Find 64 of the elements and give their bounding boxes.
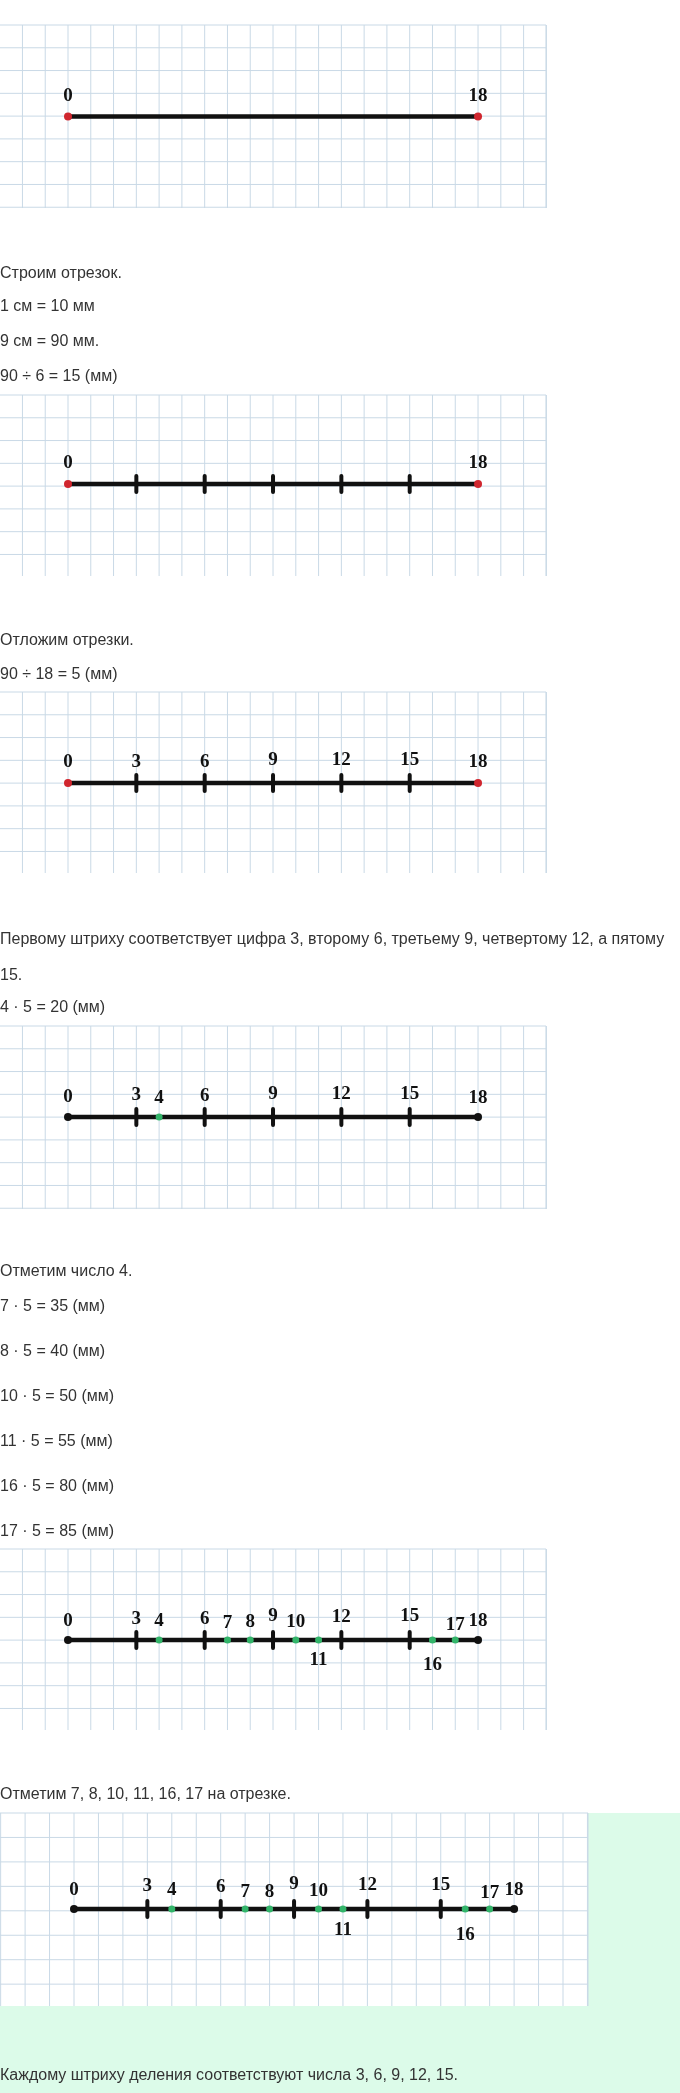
tick-label: 3 [131,1608,142,1628]
tick-label: 17 [480,1882,500,1902]
tick-label: 12 [331,1606,351,1626]
tick-label: 18 [504,1879,524,1899]
tick-label: 11 [333,1919,352,1939]
solution-text: 11 · 5 = 55 (мм) [0,1431,113,1451]
tick-label: 3 [131,1084,142,1104]
tick-label: 9 [268,1605,278,1625]
tick-label: 16 [422,1654,442,1674]
tick-label: 0 [63,84,73,105]
tick-label: 9 [289,1873,299,1893]
solution-text: Строим отрезок. [0,263,122,283]
tick-label: 8 [264,1881,275,1901]
tick-label: 11 [309,1649,328,1669]
solution-text: 1 см = 10 мм [0,296,95,316]
tick-label: 6 [199,751,210,771]
tick-label: 8 [245,1611,255,1631]
tick-label: 0 [63,452,73,472]
tick-label: 4 [154,1610,164,1630]
tick-label: 6 [199,1608,210,1628]
tick-label: 4 [154,1087,164,1107]
tick-label: 0 [63,751,73,771]
solution-text: Отметим число 4. [0,1261,133,1281]
tick-label: 9 [268,1083,278,1103]
solution-text: 90 ÷ 18 = 5 (мм) [0,664,118,684]
tick-label: 9 [268,749,278,769]
tick-label: 15 [431,1874,451,1894]
tick-label: 18 [468,84,488,105]
tick-label: 18 [468,1610,488,1630]
tick-label: 12 [331,749,351,769]
tick-label: 0 [69,1879,79,1899]
solution-text: 10 · 5 = 50 (мм) [0,1386,115,1406]
tick-label: 6 [215,1876,226,1896]
tick-label: 15 [400,749,420,769]
tick-label: 15 [400,1083,420,1103]
solution-text: Каждому штриху деления соответствуют числа 3, 6, 9, 12, 15. [0,2065,458,2085]
tick-label: 10 [309,1880,328,1900]
solution-text: Отложим отрезки. [0,630,134,650]
tick-label: 18 [468,452,488,472]
solution-text: 9 см = 90 мм. [0,331,100,351]
tick-label: 4 [167,1879,177,1899]
solution-text: Отметим 7, 8, 10, 11, 16, 17 на отрезке. [0,1784,291,1804]
tick-label: 0 [63,1610,73,1630]
tick-label: 17 [445,1614,465,1634]
solution-text: 90 ÷ 6 = 15 (мм) [0,366,118,386]
tick-label: 18 [468,1087,488,1107]
tick-label: 3 [131,751,142,771]
tick-label: 7 [240,1881,250,1901]
tick-label: 10 [286,1611,306,1631]
tick-label: 12 [357,1874,377,1894]
solution-text: 17 · 5 = 85 (мм) [0,1521,115,1541]
solution-text: 16 · 5 = 80 (мм) [0,1476,115,1496]
tick-label: 6 [199,1085,210,1105]
solution-text: 7 · 5 = 35 (мм) [0,1296,106,1316]
tick-label: 18 [468,751,488,771]
solution-text: 4 · 5 = 20 (мм) [0,997,106,1017]
tick-label: 15 [400,1605,420,1625]
tick-label: 12 [331,1083,351,1103]
tick-label: 3 [142,1875,153,1895]
tick-label: 7 [222,1612,233,1632]
explanation-text: Первому штриху соответствует цифра 3, второму 6, третьему 9, четвертому 12, а пятому 15. [0,929,666,985]
solution-text: 8 · 5 = 40 (мм) [0,1341,106,1361]
tick-label: 16 [455,1924,475,1944]
tick-label: 0 [63,1086,73,1106]
